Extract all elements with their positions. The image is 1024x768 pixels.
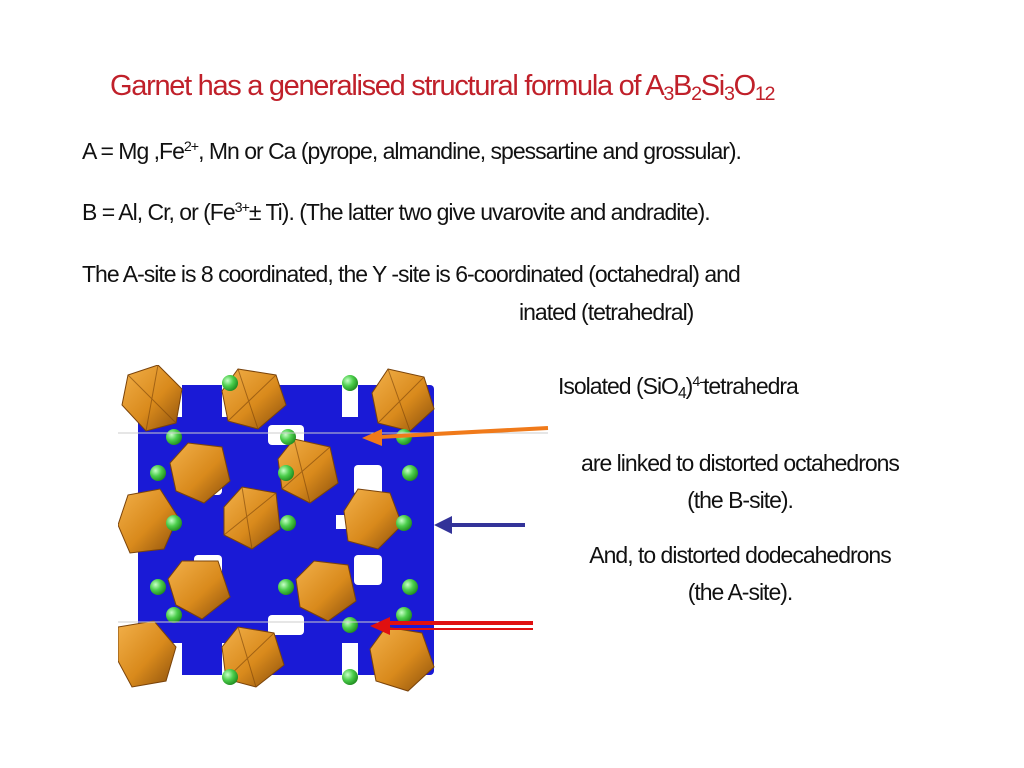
slide-title: Garnet has a generalised structural form… [110,70,776,105]
site-coordination-line-1: The A-site is 8 coordinated, the Y -site… [82,261,741,287]
dodecahedra-label-line-1: And, to distorted dodecahedrons [589,542,891,568]
octahedra-label-line-1: are linked to distorted octahedrons [581,450,900,476]
octahedra-label-line-2: (the B-site). [687,487,794,513]
garnet-crystal-structure-image [118,365,454,695]
b-site-line: B = Al, Cr, or (Fe3+± Ti). (The latter t… [82,199,711,225]
a-site-line: A = Mg ,Fe2+, Mn or Ca (pyrope, almandin… [82,138,742,164]
dodecahedra-label-line-2: (the A-site). [687,579,794,605]
site-coordination-line-2: inated (tetrahedral) [519,299,694,325]
tetrahedra-label: Isolated (SiO4)4-tetrahedra [558,373,799,402]
